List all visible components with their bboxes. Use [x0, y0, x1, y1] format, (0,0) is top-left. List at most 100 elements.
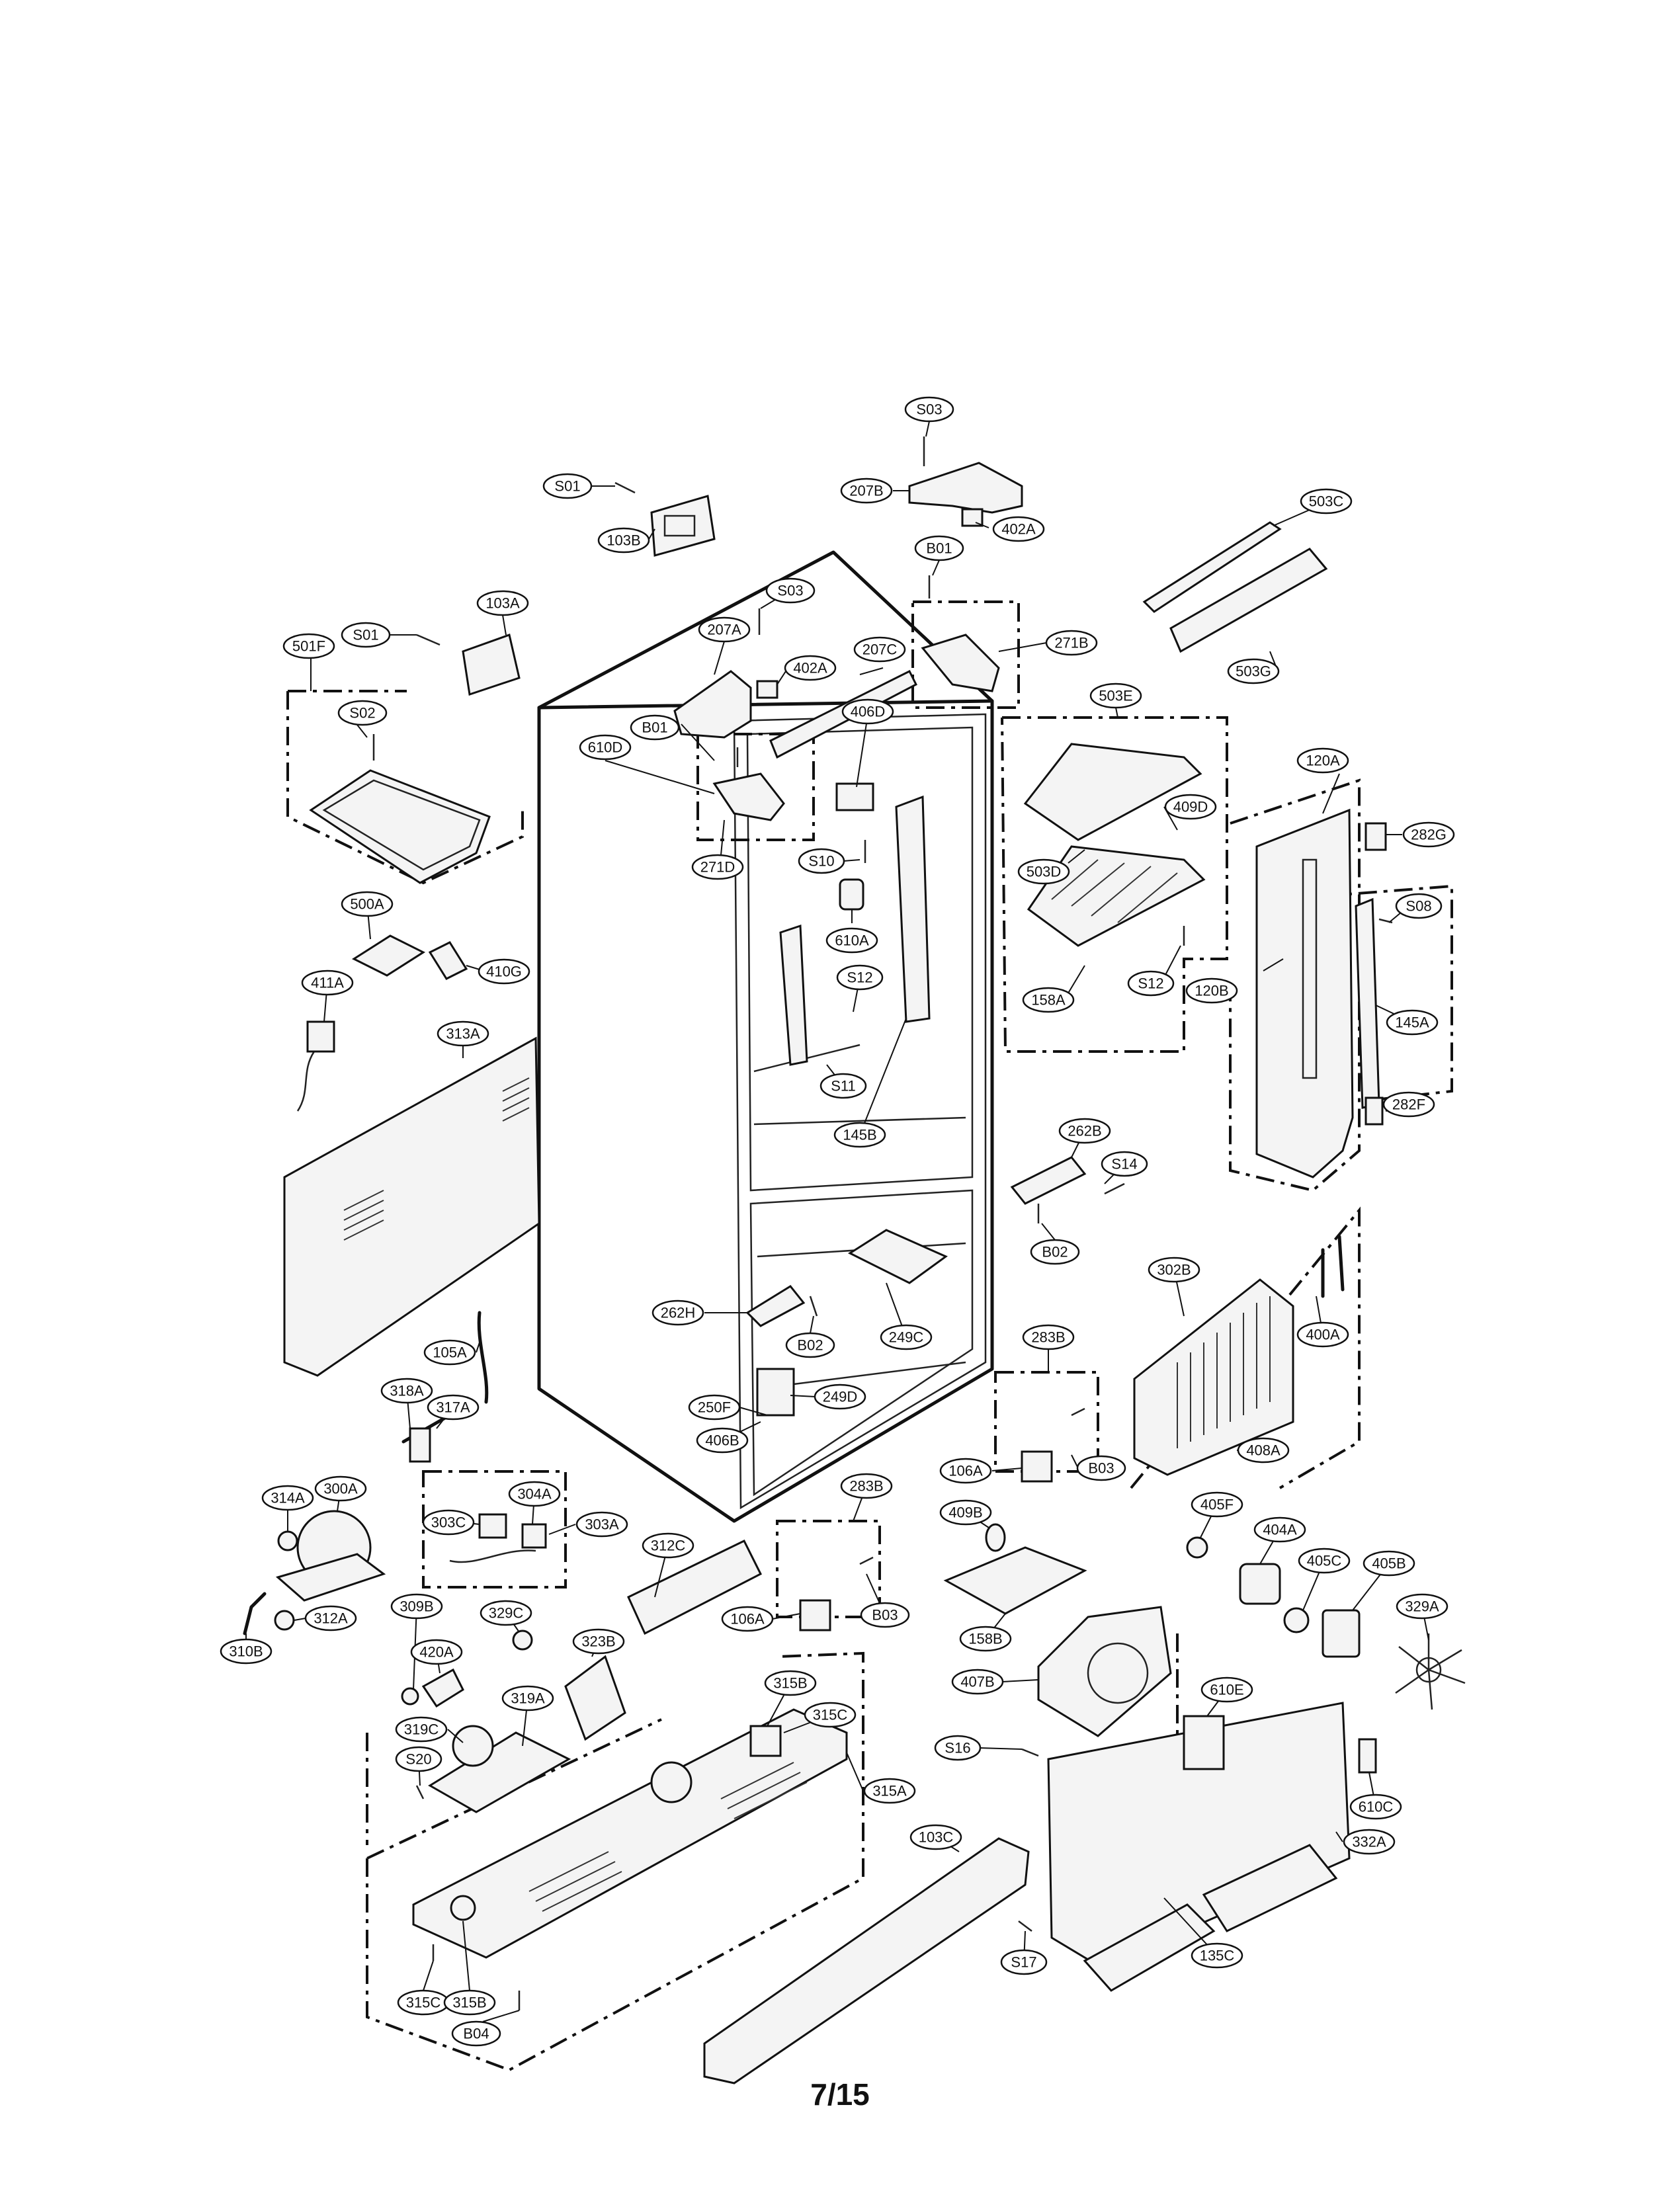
callout-300a: 300A: [314, 1475, 367, 1502]
svg-text:158A: 158A: [1031, 992, 1066, 1009]
svg-text:312A: 312A: [314, 1610, 348, 1627]
callout-503d: 503D: [1017, 858, 1070, 885]
callout-402a-mid: 402A: [784, 655, 837, 681]
callout-317a: 317A: [427, 1394, 480, 1421]
svg-text:323B: 323B: [581, 1633, 615, 1650]
svg-text:S17: S17: [1011, 1954, 1036, 1971]
svg-text:120B: 120B: [1195, 983, 1228, 999]
svg-text:610E: 610E: [1210, 1682, 1243, 1698]
page-number: 7/15: [810, 2077, 870, 2112]
callout-120b: 120B: [1185, 977, 1238, 1004]
callout-329a: 329A: [1396, 1593, 1449, 1620]
svg-text:158B: 158B: [968, 1631, 1002, 1647]
svg-text:315C: 315C: [406, 1995, 441, 2011]
svg-text:271B: 271B: [1054, 635, 1088, 651]
svg-text:329C: 329C: [489, 1605, 524, 1622]
svg-text:B03: B03: [872, 1607, 898, 1624]
callout-312a: 312A: [304, 1605, 357, 1631]
callout-318a: 318A: [380, 1378, 433, 1404]
svg-text:408A: 408A: [1246, 1442, 1281, 1459]
callout-s10: S10: [798, 848, 845, 874]
svg-text:S08: S08: [1406, 898, 1431, 915]
svg-text:407B: 407B: [960, 1674, 994, 1690]
svg-text:207A: 207A: [707, 622, 741, 638]
svg-text:S03: S03: [777, 583, 803, 599]
callout-315c-top: 315C: [804, 1702, 857, 1728]
svg-text:409B: 409B: [948, 1505, 982, 1521]
svg-text:503G: 503G: [1236, 663, 1271, 680]
callout-103a: 103A: [476, 590, 529, 616]
callout-262h: 262H: [651, 1300, 704, 1326]
callout-408a: 408A: [1237, 1437, 1290, 1464]
callout-405f: 405F: [1191, 1491, 1243, 1518]
svg-text:262H: 262H: [661, 1305, 696, 1321]
svg-text:500A: 500A: [350, 896, 384, 913]
svg-text:319C: 319C: [404, 1721, 439, 1738]
callout-b02-mid: B02: [785, 1332, 835, 1358]
svg-text:610C: 610C: [1359, 1799, 1394, 1815]
svg-text:282F: 282F: [1392, 1096, 1425, 1113]
callout-315b-top: 315B: [764, 1670, 817, 1696]
svg-text:S01: S01: [554, 478, 580, 495]
svg-text:S01: S01: [353, 627, 378, 643]
callout-319a: 319A: [501, 1685, 554, 1712]
callout-158b: 158B: [959, 1626, 1012, 1652]
callout-314a: 314A: [261, 1485, 314, 1511]
callout-s17: S17: [1000, 1949, 1048, 1975]
callout-501f: 501F: [282, 633, 335, 659]
svg-text:271D: 271D: [700, 859, 735, 876]
callout-145b: 145B: [833, 1122, 886, 1148]
callout-303a: 303A: [575, 1511, 628, 1538]
callout-409b: 409B: [939, 1499, 992, 1526]
callout-135c: 135C: [1191, 1942, 1243, 1969]
callout-402a-top: 402A: [992, 516, 1045, 542]
callout-103c: 103C: [909, 1824, 962, 1850]
svg-text:249D: 249D: [823, 1389, 858, 1405]
callout-b01-mid: B01: [630, 714, 680, 741]
callout-145a: 145A: [1386, 1009, 1439, 1036]
svg-text:103B: 103B: [607, 532, 640, 549]
callout-207a: 207A: [698, 616, 751, 643]
svg-text:B01: B01: [926, 540, 952, 557]
callout-409d: 409D: [1164, 794, 1217, 820]
svg-text:402A: 402A: [1001, 521, 1036, 538]
callout-610c: 610C: [1349, 1794, 1402, 1820]
callout-303c: 303C: [422, 1509, 475, 1536]
svg-text:S16: S16: [945, 1740, 970, 1756]
svg-text:302B: 302B: [1157, 1262, 1191, 1278]
callout-304a: 304A: [508, 1481, 561, 1507]
svg-text:207C: 207C: [862, 641, 898, 658]
svg-text:S12: S12: [1138, 975, 1163, 992]
svg-text:283B: 283B: [849, 1478, 883, 1495]
callout-b01-top: B01: [914, 535, 964, 561]
svg-text:400A: 400A: [1306, 1327, 1340, 1343]
svg-text:313A: 313A: [446, 1026, 480, 1042]
callout-282f: 282F: [1382, 1091, 1435, 1118]
svg-text:135C: 135C: [1200, 1948, 1235, 1964]
svg-text:405B: 405B: [1372, 1555, 1406, 1572]
svg-text:406B: 406B: [705, 1432, 739, 1449]
callout-411a: 411A: [301, 970, 354, 996]
svg-text:405F: 405F: [1200, 1497, 1234, 1513]
svg-text:319A: 319A: [511, 1690, 545, 1707]
callout-323b: 323B: [572, 1628, 625, 1655]
callout-271b: 271B: [1045, 630, 1098, 656]
svg-text:B02: B02: [797, 1337, 823, 1354]
svg-text:103A: 103A: [485, 595, 520, 612]
svg-text:315B: 315B: [773, 1675, 807, 1692]
svg-text:406D: 406D: [851, 704, 886, 720]
svg-text:106A: 106A: [948, 1463, 983, 1479]
svg-text:S03: S03: [916, 401, 942, 418]
svg-text:329A: 329A: [1405, 1598, 1439, 1615]
callout-315a: 315A: [863, 1778, 916, 1804]
svg-text:B03: B03: [1088, 1460, 1114, 1477]
callout-610d: 610D: [579, 734, 632, 761]
callout-b02-right: B02: [1030, 1239, 1080, 1265]
callout-s16: S16: [934, 1735, 982, 1761]
callout-b03-mid: B03: [860, 1602, 910, 1628]
svg-text:317A: 317A: [436, 1399, 470, 1416]
callout-503c: 503C: [1300, 488, 1353, 515]
callout-406b: 406B: [696, 1427, 749, 1454]
callout-s12-right: S12: [1127, 970, 1175, 997]
